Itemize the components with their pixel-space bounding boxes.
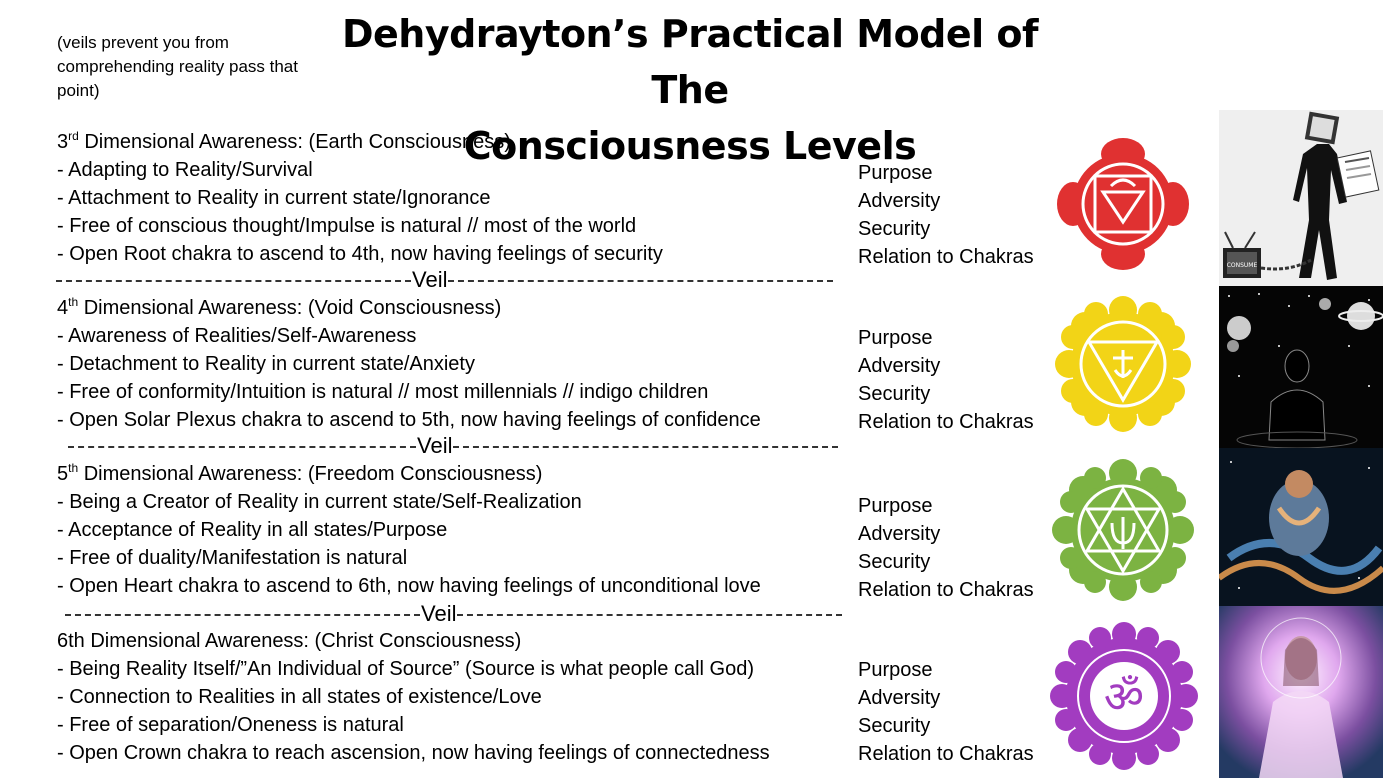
- christ-light-photo: [1219, 606, 1383, 778]
- side-label-purpose: Purpose: [858, 659, 933, 681]
- level-line: - Open Solar Plexus chakra to ascend to …: [57, 409, 761, 431]
- level-heading-text: Dimensional Awareness: (Freedom Consciou…: [78, 463, 543, 485]
- veil-dash-right: [457, 614, 843, 616]
- level-line: - Being a Creator of Reality in current …: [57, 491, 582, 513]
- level-heading-text: Dimensional Awareness: (Earth Consciousn…: [78, 131, 511, 153]
- consume-tv-photo: CONSUME: [1219, 110, 1383, 286]
- side-label-security: Security: [858, 551, 931, 573]
- veil-label: Veil: [412, 267, 448, 292]
- side-label-relation: Relation to Chakras: [858, 411, 1034, 433]
- page-title: Dehydrayton’s Practical Model of The Con…: [310, 6, 1070, 174]
- level-line: - Open Heart chakra to ascend to 6th, no…: [57, 575, 761, 597]
- level-3rd: 3rd Dimensional Awareness: (Earth Consci…: [57, 128, 857, 268]
- side-labels: Purpose Adversity Security Relation to C…: [858, 324, 1058, 436]
- level-line: - Acceptance of Reality in all states/Pu…: [57, 519, 448, 541]
- level-line: - Free of separation/Oneness is natural: [57, 714, 404, 736]
- level-line: - Awareness of Realities/Self-Awareness: [57, 325, 417, 347]
- title-line-2: Consciousness Levels: [463, 124, 917, 168]
- side-label-adversity: Adversity: [858, 355, 941, 377]
- svg-text:ॐ: ॐ: [1104, 672, 1144, 723]
- level-heading: 6th Dimensional Awareness: (Christ Consc…: [57, 627, 857, 655]
- level-ordinal: th: [68, 461, 79, 475]
- crown-chakra-icon: ॐ: [1050, 622, 1198, 770]
- side-label-relation: Relation to Chakras: [858, 579, 1034, 601]
- level-line: - Connection to Realities in all states …: [57, 686, 542, 708]
- level-number: 5: [57, 463, 69, 485]
- cosmic-embrace-photo: [1219, 448, 1383, 606]
- veil-dash-right: [453, 446, 839, 448]
- side-label-purpose: Purpose: [858, 495, 933, 517]
- side-label-purpose: Purpose: [858, 327, 933, 349]
- side-label-adversity: Adversity: [858, 523, 941, 545]
- tv-sign-text: CONSUME: [1227, 262, 1258, 269]
- level-number: 4: [57, 297, 69, 319]
- level-heading: 4th Dimensional Awareness: (Void Conscio…: [57, 294, 857, 322]
- level-line: - Open Root chakra to ascend to 4th, now…: [57, 243, 663, 265]
- veil-dash-right: [448, 280, 834, 282]
- veil-divider: Veil: [65, 601, 843, 626]
- veil-note: (veils prevent you from comprehending re…: [57, 33, 298, 100]
- level-line: - Detachment to Reality in current state…: [57, 353, 475, 375]
- veil-dash-left: [56, 280, 411, 282]
- heart-chakra-icon: [1052, 459, 1194, 601]
- level-ordinal: rd: [68, 129, 79, 143]
- side-label-adversity: Adversity: [858, 190, 941, 212]
- side-label-relation: Relation to Chakras: [858, 743, 1034, 765]
- level-number: 3: [57, 131, 69, 153]
- side-labels: Purpose Adversity Security Relation to C…: [858, 159, 1058, 271]
- level-line: - Free of conscious thought/Impulse is n…: [57, 215, 637, 237]
- title-line-1: Dehydrayton’s Practical Model of The: [341, 12, 1039, 112]
- veil-label: Veil: [421, 601, 457, 626]
- veil-dash-left: [65, 614, 420, 616]
- level-heading: 5th Dimensional Awareness: (Freedom Cons…: [57, 460, 857, 488]
- level-5th: 5th Dimensional Awareness: (Freedom Cons…: [57, 460, 857, 600]
- level-6th: 6th Dimensional Awareness: (Christ Consc…: [57, 627, 857, 767]
- level-line: - Free of duality/Manifestation is natur…: [57, 547, 408, 569]
- side-label-adversity: Adversity: [858, 687, 941, 709]
- veil-divider: Veil: [56, 267, 834, 292]
- level-line: - Attachment to Reality in current state…: [57, 187, 491, 209]
- side-label-security: Security: [858, 715, 931, 737]
- side-label-security: Security: [858, 383, 931, 405]
- level-heading-text: 6th Dimensional Awareness: (Christ Consc…: [57, 630, 522, 652]
- side-label-security: Security: [858, 218, 931, 240]
- side-labels: Purpose Adversity Security Relation to C…: [858, 656, 1058, 768]
- level-line: - Being Reality Itself/”An Individual of…: [57, 658, 755, 680]
- side-labels: Purpose Adversity Security Relation to C…: [858, 492, 1058, 604]
- root-chakra-icon: [1057, 138, 1189, 270]
- level-heading: 3rd Dimensional Awareness: (Earth Consci…: [57, 128, 857, 156]
- level-heading-text: Dimensional Awareness: (Void Consciousne…: [78, 297, 502, 319]
- veil-label: Veil: [417, 433, 453, 458]
- veil-divider: Veil: [68, 433, 839, 458]
- veil-dash-left: [68, 446, 416, 448]
- level-line: - Adapting to Reality/Survival: [57, 159, 313, 181]
- level-line: - Free of conformity/Intuition is natura…: [57, 381, 709, 403]
- void-space-photo: [1219, 286, 1383, 448]
- solar-plexus-chakra-icon: [1055, 296, 1191, 432]
- level-line: - Open Crown chakra to reach ascension, …: [57, 742, 770, 764]
- level-ordinal: th: [68, 295, 79, 309]
- level-4th: 4th Dimensional Awareness: (Void Conscio…: [57, 294, 857, 434]
- side-label-purpose: Purpose: [858, 162, 933, 184]
- side-label-relation: Relation to Chakras: [858, 246, 1034, 268]
